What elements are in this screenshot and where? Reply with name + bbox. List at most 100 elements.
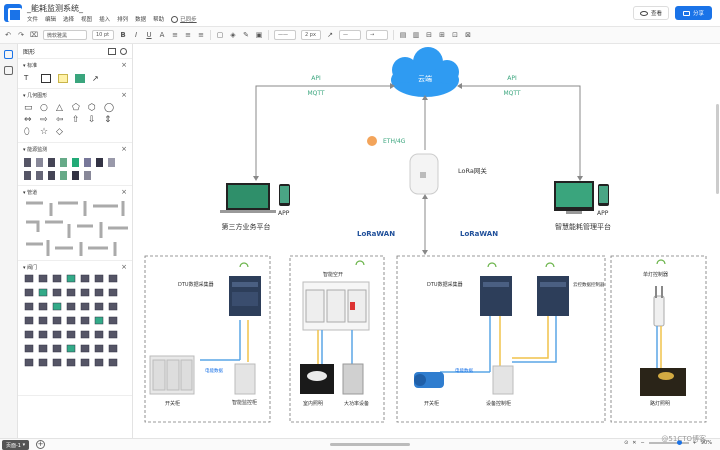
zoom-slider-knob[interactable] <box>676 440 682 445</box>
diagram-canvas[interactable]: 云端 API MQTT API MQTT ETH/4G LoRa <box>133 44 720 438</box>
image-library-icon[interactable] <box>108 47 116 55</box>
section-geometry-label[interactable]: ▾ 几何图形 <box>23 92 48 99</box>
pipe-shapes-icon[interactable] <box>23 198 133 258</box>
pages-panel-icon[interactable] <box>4 66 13 75</box>
controller-icon[interactable] <box>48 171 55 180</box>
cloud-node[interactable] <box>391 47 459 97</box>
font-size-select[interactable]: 10 pt <box>92 30 114 40</box>
text-shape-icon[interactable]: T <box>24 74 29 82</box>
board-icon[interactable] <box>72 171 79 180</box>
close-icon[interactable]: × <box>121 61 127 69</box>
controller-icon[interactable] <box>48 158 55 167</box>
down-arrow-icon[interactable]: ⇩ <box>88 115 96 125</box>
menu-edit[interactable]: 编辑 <box>45 17 57 23</box>
meter-icon[interactable] <box>24 171 31 180</box>
document-title[interactable]: _能耗监测系统_ <box>27 4 83 13</box>
app-logo-icon[interactable] <box>4 4 22 22</box>
star-icon[interactable]: ☆ <box>40 127 49 137</box>
line-end-select[interactable]: → <box>366 30 388 40</box>
section-standard-label[interactable]: ▾ 标准 <box>23 62 38 69</box>
left-right-arrow-icon[interactable]: ⇔ <box>24 115 32 125</box>
horizontal-scrollbar[interactable] <box>330 443 410 446</box>
lora-gateway-device[interactable] <box>409 153 439 195</box>
font-color-icon[interactable]: A <box>159 31 165 39</box>
zoom-slider[interactable] <box>648 440 689 445</box>
panel-2-content[interactable]: 智能空开 室内照明 大功率设备 <box>300 260 370 407</box>
bold-icon[interactable]: B <box>120 31 126 39</box>
close-icon[interactable]: × <box>121 91 127 99</box>
page-tab[interactable]: 页面-1 ▾ <box>2 440 30 450</box>
font-family-select[interactable]: 微软雅黑 <box>43 30 87 40</box>
add-page-icon[interactable]: + <box>36 440 45 449</box>
zoom-in-icon[interactable]: + <box>692 440 697 446</box>
up-down-arrow-icon[interactable]: ⇕ <box>104 115 112 125</box>
align-icon[interactable]: ⊟ <box>426 31 432 39</box>
menu-select[interactable]: 选择 <box>63 17 75 23</box>
ellipse-icon[interactable]: ⬯ <box>24 127 30 137</box>
sensor-icon[interactable] <box>36 171 43 180</box>
connector-icon[interactable]: ↗ <box>327 31 333 39</box>
module-icon[interactable] <box>60 171 67 180</box>
distribute-icon[interactable]: ⊞ <box>439 31 445 39</box>
line-start-select[interactable]: — <box>339 30 361 40</box>
sync-status[interactable]: 已同步 <box>171 15 197 23</box>
left-arrow-icon[interactable]: ⇦ <box>56 115 64 125</box>
redo-icon[interactable]: ↷ <box>18 31 24 39</box>
octagon-icon[interactable]: ◯ <box>104 103 115 113</box>
rectangle-shape-icon[interactable] <box>41 74 51 83</box>
panel-3-content[interactable]: DTU数据采集器 云控数据控制器 电能数据 开关柜 设备控制柜 <box>414 262 605 407</box>
right-arrow-icon[interactable]: ⇨ <box>40 115 48 125</box>
zoom-level[interactable]: 90% <box>700 440 712 446</box>
align-left-icon[interactable]: ≡ <box>172 31 178 39</box>
energy-platform-devices[interactable] <box>554 181 609 214</box>
section-pipe-label[interactable]: ▾ 管道 <box>23 189 38 196</box>
triangle-icon[interactable]: △ <box>56 103 63 113</box>
menu-arrange[interactable]: 排列 <box>117 17 129 23</box>
menu-help[interactable]: 帮助 <box>153 17 165 23</box>
module-icon[interactable] <box>60 158 67 167</box>
format-painter-icon[interactable]: ⌧ <box>29 31 39 39</box>
vertical-scrollbar[interactable] <box>716 104 719 194</box>
group-icon[interactable]: ⊡ <box>452 31 458 39</box>
arrow-shape-icon[interactable]: ↗ <box>92 74 99 83</box>
sensor-icon[interactable] <box>36 158 43 167</box>
menu-insert[interactable]: 插入 <box>99 17 111 23</box>
italic-icon[interactable]: I <box>134 31 138 39</box>
fit-page-icon[interactable]: ⊙ <box>624 440 629 446</box>
style-icon[interactable]: ▢ <box>216 31 224 39</box>
close-icon[interactable]: × <box>121 263 127 271</box>
lock-icon[interactable]: ⊠ <box>465 31 471 39</box>
section-valve-label[interactable]: ▾ 阀门 <box>23 264 38 271</box>
board-icon[interactable] <box>72 158 79 167</box>
meter-icon[interactable] <box>24 158 31 167</box>
diamond-icon[interactable]: ◇ <box>56 127 63 137</box>
search-icon[interactable] <box>120 47 127 55</box>
valve-shapes-icon[interactable] <box>23 273 133 393</box>
image-icon[interactable]: ▣ <box>255 31 263 39</box>
line-style-select[interactable]: —— <box>274 30 296 40</box>
rectangle-icon[interactable]: ▭ <box>24 103 33 113</box>
zoom-out-icon[interactable]: − <box>640 440 645 446</box>
fullscreen-icon[interactable]: ✕ <box>632 440 637 446</box>
panel-1-content[interactable]: DTU数据采集器 电能数据 开关柜 智能监控柜 <box>149 262 261 407</box>
view-button[interactable]: 查看 <box>632 6 669 20</box>
menu-view[interactable]: 视图 <box>81 17 93 23</box>
close-icon[interactable]: × <box>121 145 127 153</box>
share-button[interactable]: 分享 <box>674 6 712 20</box>
undo-icon[interactable]: ↶ <box>5 31 11 39</box>
fill-color-icon[interactable]: ◈ <box>230 31 236 39</box>
arrange-front-icon[interactable]: ▤ <box>399 31 407 39</box>
section-energy-label[interactable]: ▾ 能源监测 <box>23 146 48 153</box>
text-options-icon[interactable]: ≡ <box>198 31 204 39</box>
dtu-device-icon[interactable] <box>96 158 103 167</box>
image-shape-icon[interactable] <box>75 74 85 83</box>
note-shape-icon[interactable] <box>58 74 68 83</box>
third-party-platform-devices[interactable] <box>220 183 290 213</box>
line-width-select[interactable]: 2 px <box>301 30 321 40</box>
underline-icon[interactable]: U <box>146 31 152 39</box>
switch-device-icon[interactable] <box>108 158 115 167</box>
gateway-device-icon[interactable] <box>84 158 91 167</box>
hexagon-icon[interactable]: ⬡ <box>88 103 96 113</box>
align-center-icon[interactable]: ≡ <box>185 31 191 39</box>
panel-4-content[interactable]: 单灯控制器 路灯照明 <box>640 259 686 407</box>
